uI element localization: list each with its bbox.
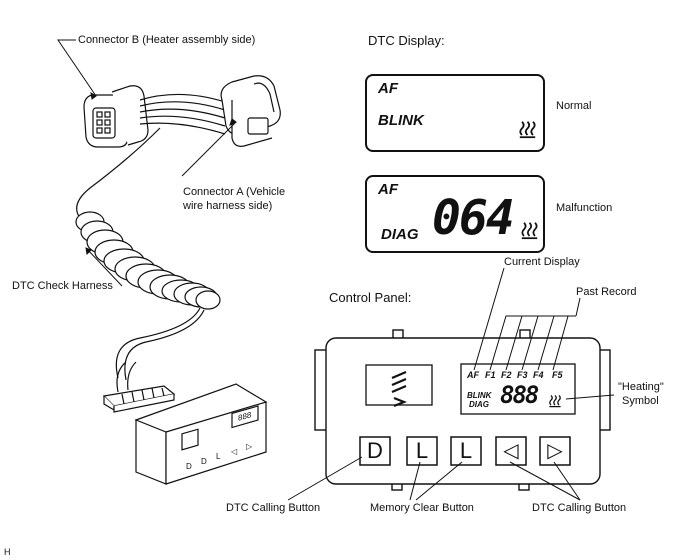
connector-a-icon bbox=[220, 75, 281, 147]
lcd-normal-af: AF bbox=[378, 80, 398, 97]
dtc-calling-button-d[interactable]: D bbox=[367, 438, 383, 463]
panel-slot-f1: F1 bbox=[485, 370, 496, 380]
dtc-calling-button-right-arrow[interactable]: ▷ bbox=[547, 440, 563, 462]
memory-clear-button-label: Memory Clear Button bbox=[370, 502, 474, 514]
heating-symbol-label-line1: "Heating" bbox=[618, 381, 664, 393]
normal-label: Normal bbox=[556, 100, 592, 112]
panel-slot-af: AF bbox=[467, 370, 479, 380]
small-unit-button-5: ▷ bbox=[246, 442, 253, 451]
fan-display-frame bbox=[365, 364, 433, 406]
lcd-malfunction-code: 064 bbox=[432, 190, 515, 246]
panel-slot-f4: F4 bbox=[533, 370, 544, 380]
harness-coil bbox=[75, 211, 221, 310]
connector-b-label: Connector B (Heater assembly side) bbox=[78, 34, 256, 46]
connector-b-icon bbox=[83, 85, 149, 148]
dtc-display-title: DTC Display: bbox=[368, 33, 445, 48]
lcd-normal-blink: BLINK bbox=[378, 112, 424, 129]
current-display-label: Current Display bbox=[504, 256, 580, 268]
dtc-calling-button-label-left: DTC Calling Button bbox=[226, 502, 321, 514]
panel-lcd-frame bbox=[460, 363, 576, 415]
panel-leader-lines bbox=[287, 267, 615, 501]
dtc-check-harness-label: DTC Check Harness bbox=[12, 280, 113, 292]
small-unit-button-3: L bbox=[216, 452, 221, 461]
leader-lines bbox=[57, 39, 237, 287]
lcd-malfunction-af: AF bbox=[378, 181, 398, 198]
malfunction-label: Malfunction bbox=[556, 202, 613, 214]
panel-lcd-diag: DIAG bbox=[469, 400, 489, 409]
small-unit-button-1: D bbox=[186, 462, 192, 471]
small-control-panel-unit bbox=[134, 383, 268, 485]
heating-symbol-label-line2: Symbol bbox=[622, 395, 659, 407]
panel-slot-f5: F5 bbox=[552, 370, 563, 380]
lcd-malfunction-diag: DIAG bbox=[381, 226, 419, 243]
corner-mark: H bbox=[4, 547, 11, 557]
memory-clear-button-2[interactable]: L bbox=[459, 438, 473, 463]
small-unit-button-2: D bbox=[201, 457, 207, 466]
harness-wires bbox=[139, 93, 226, 135]
panel-slot-f2: F2 bbox=[501, 370, 512, 380]
small-unit-button-4: ◁ bbox=[231, 447, 238, 456]
connector-a-label-line1: Connector A (Vehicle bbox=[183, 186, 286, 198]
dtc-check-harness-drawing bbox=[75, 75, 281, 485]
dtc-calling-button-left-arrow[interactable]: ◁ bbox=[503, 440, 519, 462]
panel-button-frames bbox=[359, 436, 571, 466]
lcd-malfunction-frame bbox=[365, 175, 545, 253]
panel-slot-f3: F3 bbox=[517, 370, 528, 380]
control-panel-title: Control Panel: bbox=[329, 290, 412, 305]
small-connector-icon bbox=[102, 361, 176, 413]
lcd-normal-frame bbox=[365, 74, 545, 152]
connector-a-label-line2: wire harness side) bbox=[183, 200, 273, 212]
panel-lcd-digits: 888 bbox=[500, 381, 539, 409]
memory-clear-button-1[interactable]: L bbox=[415, 438, 429, 463]
fan-icon bbox=[391, 370, 407, 408]
past-record-label: Past Record bbox=[576, 286, 637, 298]
panel-lcd-blink: BLINK bbox=[467, 391, 492, 400]
dtc-calling-button-label-right: DTC Calling Button bbox=[532, 502, 627, 514]
